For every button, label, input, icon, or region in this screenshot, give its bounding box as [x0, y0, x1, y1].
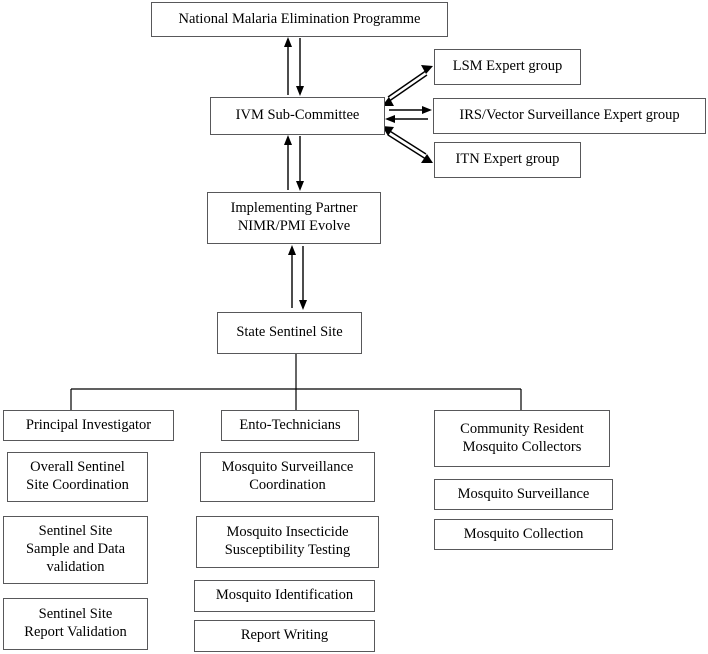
node-label: IVM Sub-Committee — [235, 107, 360, 124]
node-label: Ento-Technicians — [239, 416, 341, 433]
node-label: ITN Expert group — [455, 151, 560, 168]
node-principal-investigator[interactable]: Principal Investigator — [3, 410, 174, 441]
connector-ivm-itn — [382, 126, 433, 163]
connector-ivm-lsm — [382, 65, 433, 106]
node-ento-technicians[interactable]: Ento-Technicians — [221, 410, 359, 441]
connector-sentinel-bus — [70, 354, 522, 410]
node-state-sentinel-site[interactable]: State Sentinel Site — [217, 312, 362, 354]
node-label: IRS/Vector Surveillance Expert group — [459, 107, 680, 124]
node-label: LSM Expert group — [452, 58, 563, 75]
node-report-writing[interactable]: Report Writing — [194, 620, 375, 652]
node-mosquito-collection[interactable]: Mosquito Collection — [434, 519, 613, 550]
connector-partner-sentinel — [288, 245, 307, 310]
node-itn-expert-group[interactable]: ITN Expert group — [434, 142, 581, 178]
node-label: State Sentinel Site — [236, 324, 343, 341]
node-irs-vector-surveillance-expert-group[interactable]: IRS/Vector Surveillance Expert group — [433, 98, 706, 134]
node-label: Mosquito Collection — [463, 525, 584, 542]
node-label: Report Writing — [240, 627, 329, 644]
node-mosquito-surveillance[interactable]: Mosquito Surveillance — [434, 479, 613, 510]
node-label: Mosquito Identification — [215, 587, 354, 604]
node-lsm-expert-group[interactable]: LSM Expert group — [434, 49, 581, 85]
node-label: National Malaria Elimination Programme — [178, 10, 421, 27]
node-nmep[interactable]: National Malaria Elimination Programme — [151, 2, 448, 37]
node-label: Mosquito Surveillance — [457, 485, 590, 502]
node-label: Principal Investigator — [25, 416, 152, 433]
connector-nmep-ivm — [284, 37, 304, 96]
node-mosquito-identification[interactable]: Mosquito Identification — [194, 580, 375, 612]
connector-ivm-partner — [284, 135, 304, 191]
node-ivm-sub-committee[interactable]: IVM Sub-Committee — [210, 97, 385, 135]
connector-ivm-irs — [385, 106, 432, 123]
